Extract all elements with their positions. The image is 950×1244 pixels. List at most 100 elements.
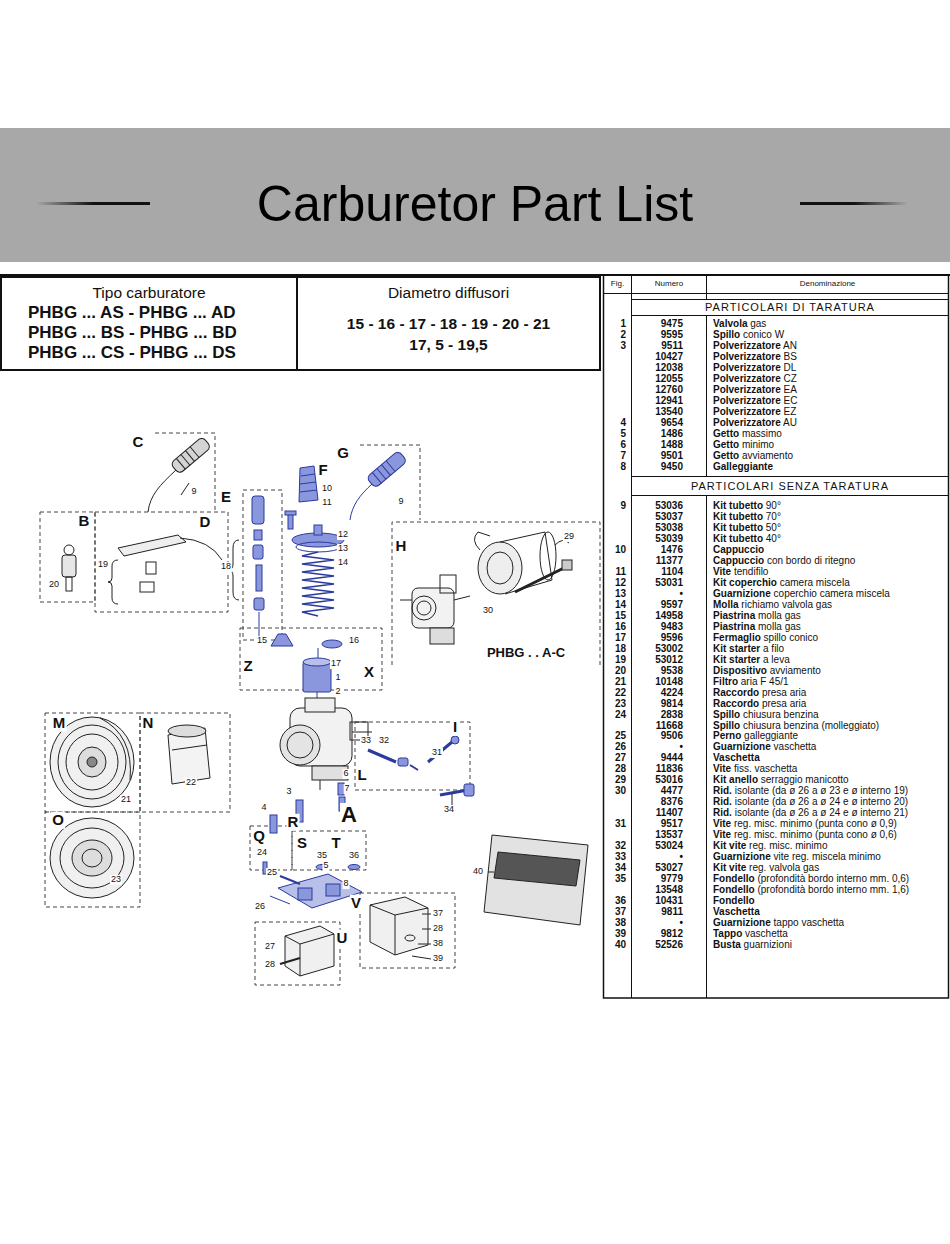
part-name: Guarnizione vaschetta [713, 741, 816, 753]
part-number: 9483 [661, 621, 683, 633]
carburetor-body [352, 732, 372, 733]
cable-adjuster [372, 472, 381, 483]
part-number: • [679, 851, 683, 863]
part-name: Polverizzatore BS [713, 351, 797, 363]
part-number: 10427 [655, 351, 683, 363]
callout-number: 40 [472, 867, 484, 877]
float-bowl [412, 956, 431, 959]
group-letter: F [317, 462, 328, 479]
cable-adjuster [386, 461, 395, 472]
part-number: 9538 [661, 665, 683, 677]
carburetor-small [400, 575, 470, 644]
cap-and-screw [300, 482, 316, 484]
float-bowl [405, 935, 415, 941]
part-name: Filtro aria F 45/1 [713, 676, 789, 688]
callout-number: 20 [48, 580, 60, 590]
callout-number: 31 [431, 748, 443, 758]
title-rules [0, 0, 950, 300]
part-number: 53036 [655, 500, 683, 512]
cable-adjuster [350, 484, 372, 520]
cable-adjuster [176, 458, 185, 469]
callout-number: 17 [330, 659, 342, 669]
float [280, 876, 300, 884]
group-frames [243, 490, 282, 640]
box-text: PHBG ... AS - PHBG ... AD [28, 303, 235, 323]
part-name: Perno galleggiante [713, 730, 798, 742]
cap-and-screw [285, 466, 318, 529]
jets [348, 865, 360, 870]
part-name: Raccordo presa aria [713, 687, 806, 699]
part-name: Kit anello serraggio manicotto [713, 774, 849, 786]
part-number: 12941 [655, 395, 683, 407]
callout-number: 18 [220, 562, 232, 572]
callout-number: 12 [337, 530, 349, 540]
carburetor-small [440, 575, 456, 593]
figure-number: 24 [615, 709, 626, 721]
starter-parts [253, 545, 263, 559]
callout-number: 24 [256, 848, 268, 858]
group-frames [392, 522, 600, 665]
part-number: 53031 [655, 577, 683, 589]
part-number: • [679, 741, 683, 753]
table-rules [631, 276, 632, 998]
filter-cap [172, 745, 207, 750]
part-name: Polverizzatore EZ [713, 406, 796, 418]
gasket-bag [484, 835, 588, 925]
table-rules [603, 293, 949, 294]
callout-number: 25 [266, 868, 278, 878]
figure-number: 34 [615, 862, 626, 874]
float-bowl [395, 915, 396, 955]
cable-adjuster [170, 436, 211, 474]
cable-adjuster [181, 454, 190, 465]
filter [87, 757, 97, 767]
part-name: Spillo chiusura benzina [713, 709, 819, 721]
throttle-valve [271, 634, 342, 702]
group-letter: D [199, 514, 212, 531]
screws [368, 750, 396, 762]
float-bowl [370, 897, 431, 959]
part-number: 9597 [661, 599, 683, 611]
part-name: Vite fiss. vaschetta [713, 763, 797, 775]
callout-number: 19 [97, 560, 109, 570]
cable-adjuster [148, 470, 176, 512]
figure-number: 35 [615, 873, 626, 885]
part-number: 1488 [661, 439, 683, 451]
part-name: Raccordo presa aria [713, 698, 806, 710]
group-letter: E [220, 489, 232, 506]
group-letter: G [336, 445, 350, 462]
box-text: PHBG ... BS - PHBG ... BD [28, 323, 237, 343]
group-frames [360, 893, 455, 968]
figure-number: 28 [615, 763, 626, 775]
callout-number: 32 [378, 736, 390, 746]
title-rule [800, 202, 908, 205]
part-number: • [679, 917, 683, 929]
carburetor-body [305, 698, 335, 712]
throttle-valve [303, 658, 331, 666]
cable-adjuster [148, 436, 211, 512]
cable-adjuster [377, 468, 386, 479]
table-rules [706, 495, 707, 998]
group-letter: L [356, 767, 367, 784]
group-letter: A [340, 803, 358, 827]
figure-number: 18 [615, 643, 626, 655]
part-name: Kit vite reg. valvola gas [713, 862, 819, 874]
starter-parts [252, 496, 264, 636]
figure-number: 13 [615, 588, 626, 600]
group-frames [255, 922, 340, 985]
callout-number: 36 [348, 851, 360, 861]
model-label: PHBG . . A-C [486, 646, 566, 660]
part-name: Cappuccio [713, 544, 764, 556]
callout-number: 8 [342, 879, 349, 889]
filter-body [82, 849, 102, 867]
group-letter: V [350, 895, 362, 912]
callout-number: 16 [348, 636, 360, 646]
part-number: 53027 [655, 862, 683, 874]
manifold-and-clamp [487, 552, 513, 584]
cable-adjuster [366, 450, 407, 488]
filter [100, 718, 130, 780]
part-number: 11377 [656, 555, 683, 567]
box-text: PHBG ... CS - PHBG ... DS [28, 343, 236, 363]
float [270, 896, 290, 904]
part-number: 9814 [661, 698, 683, 710]
carburetor-small [430, 628, 454, 644]
